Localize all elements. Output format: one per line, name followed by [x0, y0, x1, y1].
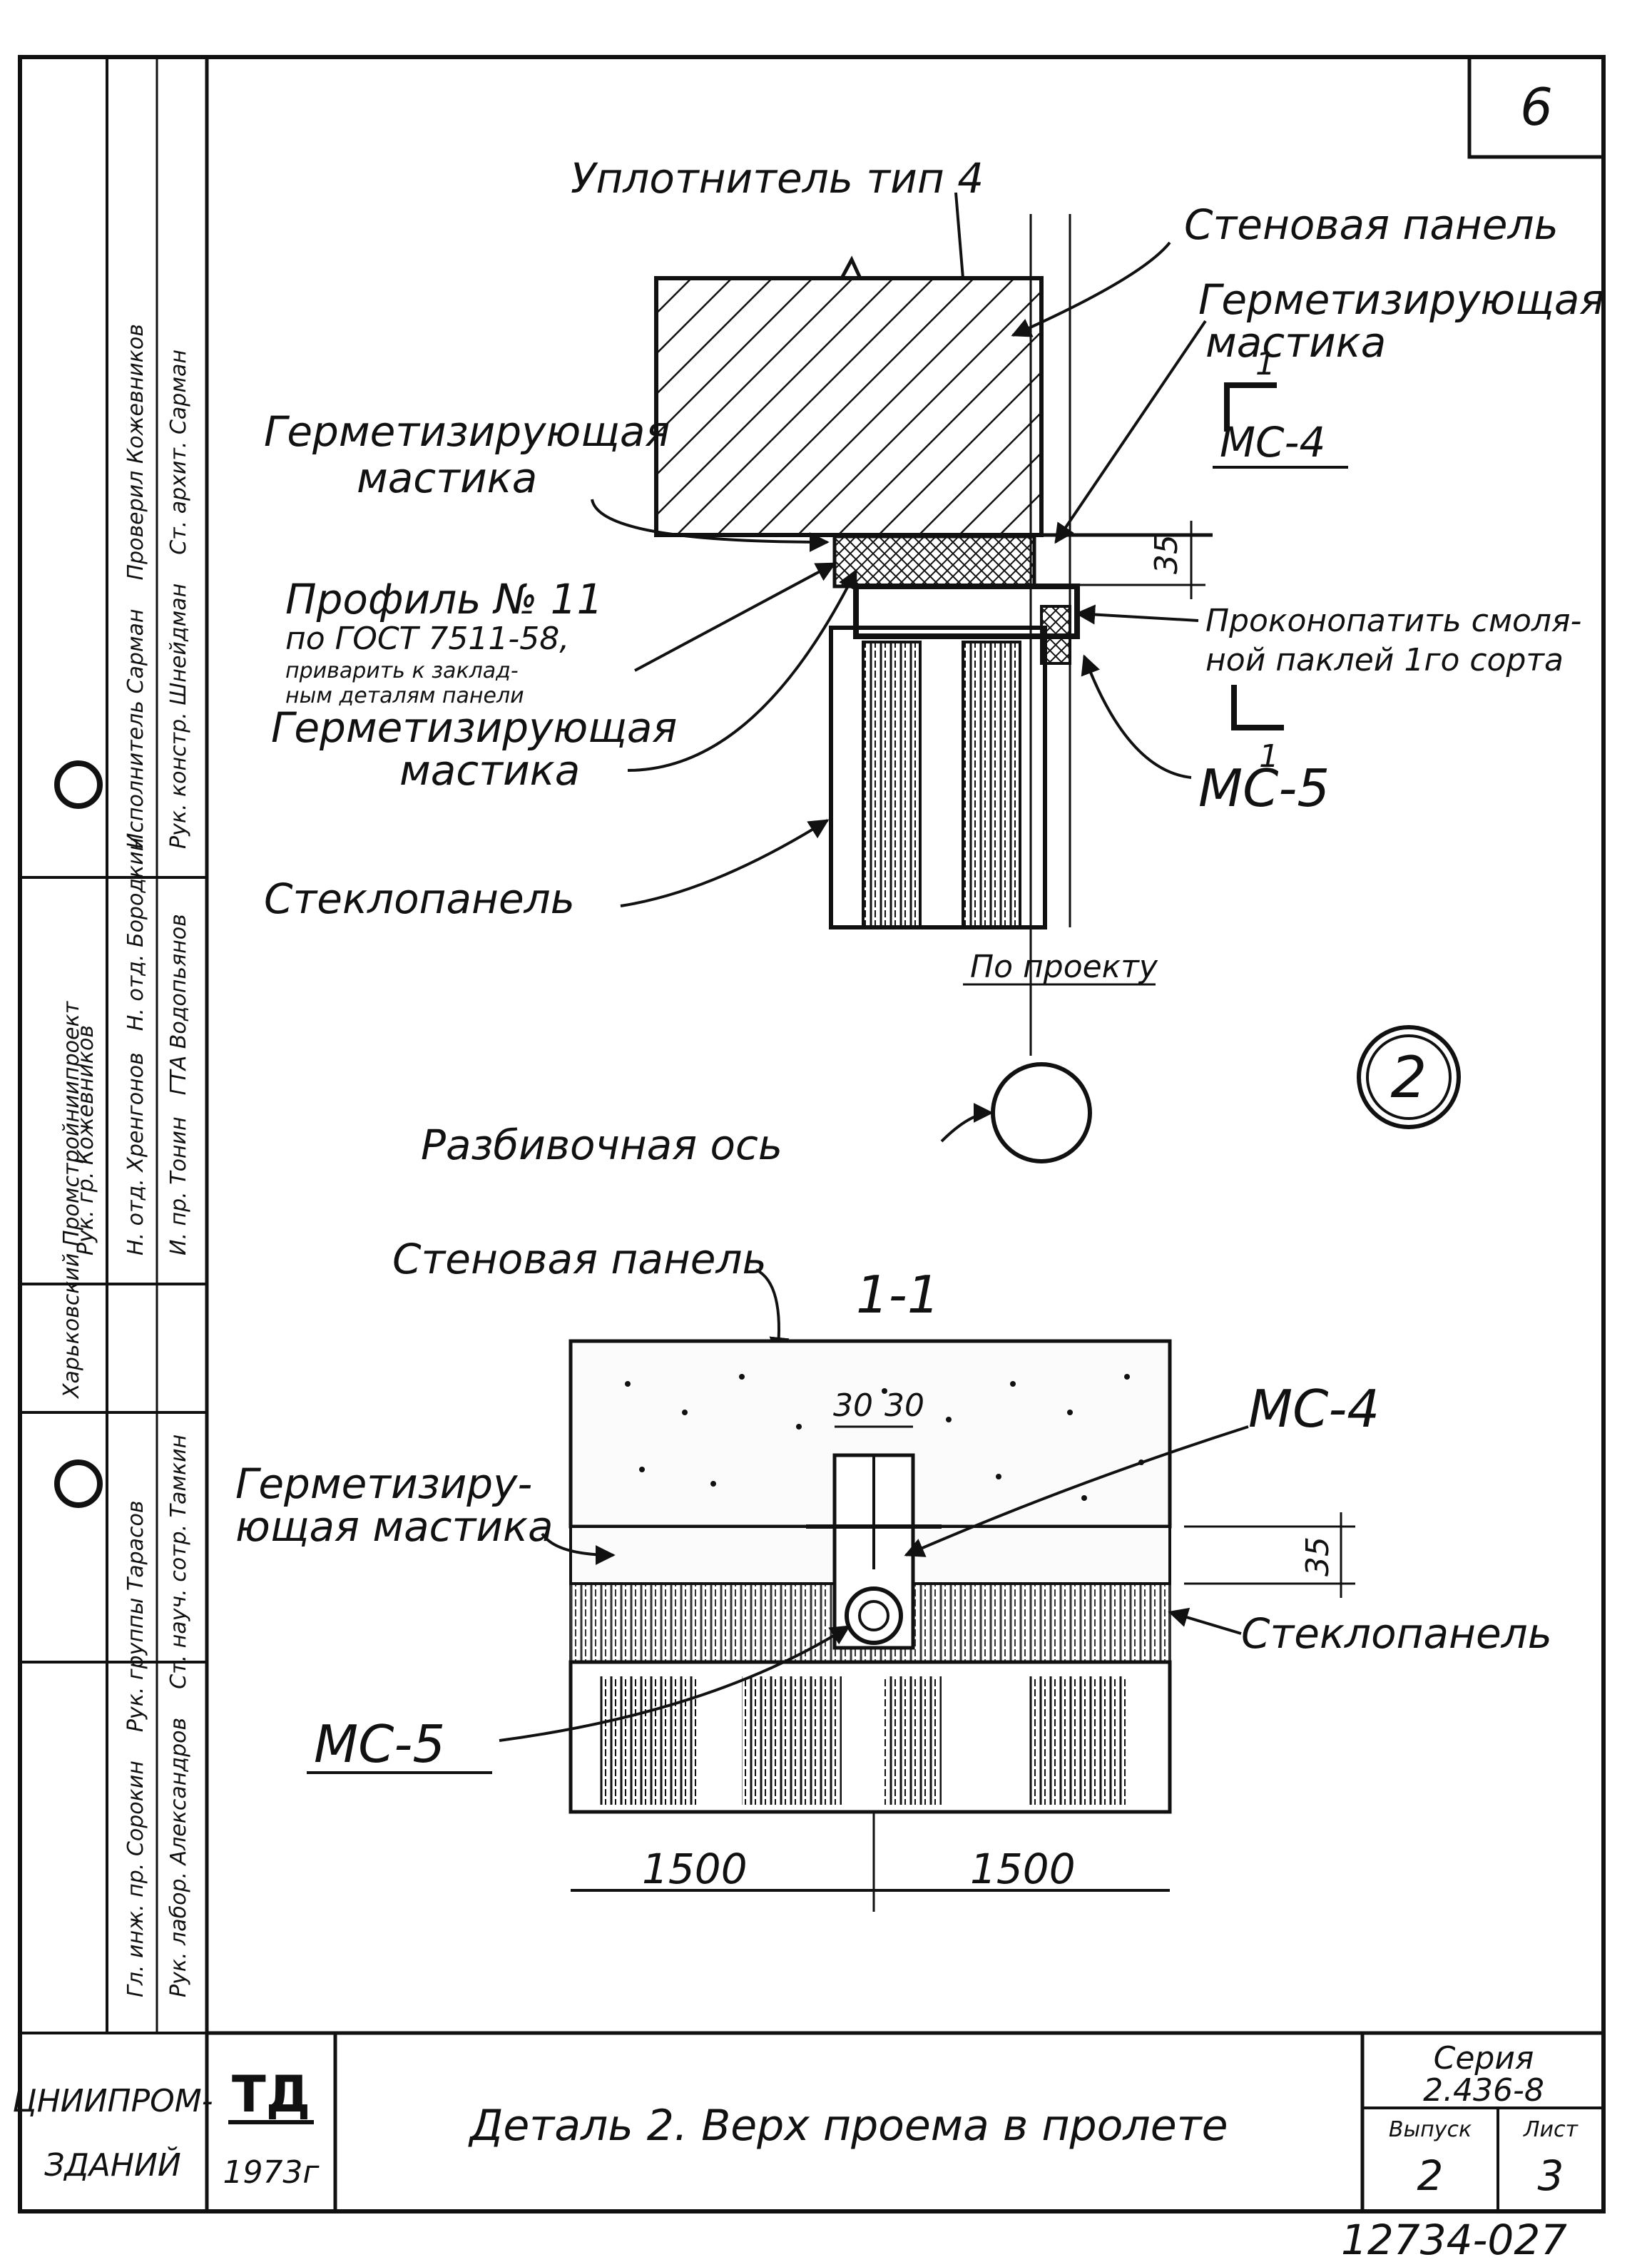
sheet-value: 3	[1538, 2151, 1564, 2200]
stamp-org-2: ЗДАНИЙ	[44, 2146, 181, 2184]
lower-glass-lower	[568, 1660, 1172, 1814]
lower-sealant-1: Герметизиру-	[235, 1459, 532, 1508]
upper-ms5: МС-5	[1198, 758, 1330, 818]
issue-label: Выпуск	[1389, 2117, 1472, 2142]
dim-1500a: 1500	[642, 1845, 748, 1893]
concrete-speckle	[625, 1374, 1144, 1501]
glass-pane-1	[599, 1676, 699, 1805]
stamp-institute: Харьковский Промстройниипроект	[59, 1000, 84, 1400]
profile-line-2: по ГОСТ 7511-58,	[285, 621, 569, 657]
sealant-right-1: Герметизирующая	[1198, 275, 1604, 324]
caulk-line-2: ной паклей 1го сорта	[1205, 642, 1564, 678]
bolt-ms5	[845, 1586, 903, 1645]
dim-1500b: 1500	[970, 1845, 1076, 1893]
glass-pane-4	[1027, 1676, 1127, 1805]
stamp-rows-d: Н. отд. ХренгоновН. отд. Бородкин	[123, 837, 148, 1255]
org-logo: ТД	[232, 2065, 310, 2124]
by-project: По проекту	[970, 949, 1158, 985]
upper-ms4: МС-4	[1220, 418, 1325, 467]
stamp-rows-e: Рук. гр. Кожевников	[73, 1025, 98, 1255]
punch-hole-top	[54, 760, 103, 809]
profile-line-3: приварить к заклад-	[285, 658, 519, 683]
upper-dim-35: 35	[1148, 534, 1185, 574]
stamp-org-1: ЦНИИПРОМ-	[12, 2083, 213, 2119]
glass-panel-right-leaf	[962, 641, 1021, 929]
cut-mark-bottom: 1	[1259, 738, 1279, 775]
bottom-num: 7	[1541, 2216, 1567, 2264]
lower-dim-35: 35	[1300, 1537, 1336, 1576]
stamp-rows-a: Рук. лабор. АлександровСт. науч. сотр. Т…	[166, 1435, 191, 1997]
stamp-rows-g: Исполнитель СарманПроверил Кожевников	[123, 324, 148, 849]
sealant-left-1: Герметизирующая	[264, 407, 670, 456]
bottom-code: 12734-02	[1341, 2216, 1540, 2264]
issue-value: 2	[1417, 2151, 1444, 2200]
sealant-right-2: мастика	[1205, 318, 1386, 367]
series-value: 2.436-8	[1423, 2072, 1544, 2109]
upper-glass-panel: Стеклопанель	[264, 875, 575, 923]
cut-mark-top: 1	[1255, 346, 1275, 382]
page-number: 6	[1520, 77, 1553, 137]
dim-30b: 30	[884, 1387, 924, 1424]
bolt-upper	[1040, 605, 1071, 665]
glass-pane-3	[884, 1676, 942, 1805]
inner-frame	[205, 55, 1606, 2035]
glass-panel-left-leaf	[862, 641, 922, 929]
year: 1973г	[223, 2154, 320, 2191]
sealant-mid-1: Герметизирующая	[271, 703, 677, 752]
axis-label: Разбивочная ось	[421, 1121, 782, 1169]
lower-ms4: МС-4	[1248, 1379, 1380, 1439]
sealant-left-2: мастика	[357, 454, 537, 502]
lower-sealant-2: ющая мастика	[235, 1502, 554, 1551]
seal-gasket	[832, 534, 1036, 589]
punch-hole-bottom	[54, 1459, 103, 1508]
wall-panel-hatched	[654, 276, 1044, 537]
profile-line-1: Профиль № 11	[285, 575, 603, 623]
upper-detail: 35 1 1 2 По проекту Уплотнитель тип 4 Ст…	[264, 154, 1604, 1169]
lower-ms5: МС-5	[314, 1714, 445, 1774]
glass-panel-frame	[829, 626, 1047, 929]
seal-type-label: Уплотнитель тип 4	[571, 154, 984, 203]
axis-circle	[991, 1062, 1092, 1163]
side-stamp: Рук. лабор. АлександровСт. науч. сотр. Т…	[12, 57, 213, 2184]
section-label: 1-1	[856, 1265, 940, 1325]
series-label: Серия	[1434, 2040, 1534, 2077]
caulk-line-1: Проконопатить смоля-	[1205, 603, 1581, 639]
title-block: ТД 1973г Деталь 2. Верх проема в пролете…	[205, 2033, 1603, 2211]
sealant-mid-2: мастика	[399, 746, 580, 795]
wall-panel-label: Стеновая панель	[1184, 200, 1559, 249]
sheet-label: Лист	[1523, 2117, 1579, 2142]
lower-glass-panel: Стеклопанель	[1241, 1609, 1552, 1658]
stamp-rows-c: И. пр. ТонинГТА Водопьянов	[166, 914, 191, 1255]
detail-circle-outer	[1357, 1025, 1461, 1129]
lower-wall-panel: Стеновая панель	[392, 1235, 767, 1283]
page-number-box: 6	[1467, 55, 1606, 159]
drawing-title: Деталь 2. Верх проема в пролете	[468, 2101, 1228, 2151]
stamp-rows-b: Гл. инж. пр. СорокинРук. группы Тарасов	[123, 1500, 148, 1997]
profile-line-4: ным деталям панели	[285, 683, 524, 708]
glass-pane-2	[742, 1676, 842, 1805]
lower-section: 1-1 Стеновая панель 30 30 35	[235, 1235, 1552, 1912]
dim-30a: 30	[833, 1387, 873, 1424]
stamp-rows-f: Рук. констр. ШнейдманСт. архит. Сарман	[166, 350, 191, 849]
detail-number: 2	[1391, 1044, 1427, 1111]
